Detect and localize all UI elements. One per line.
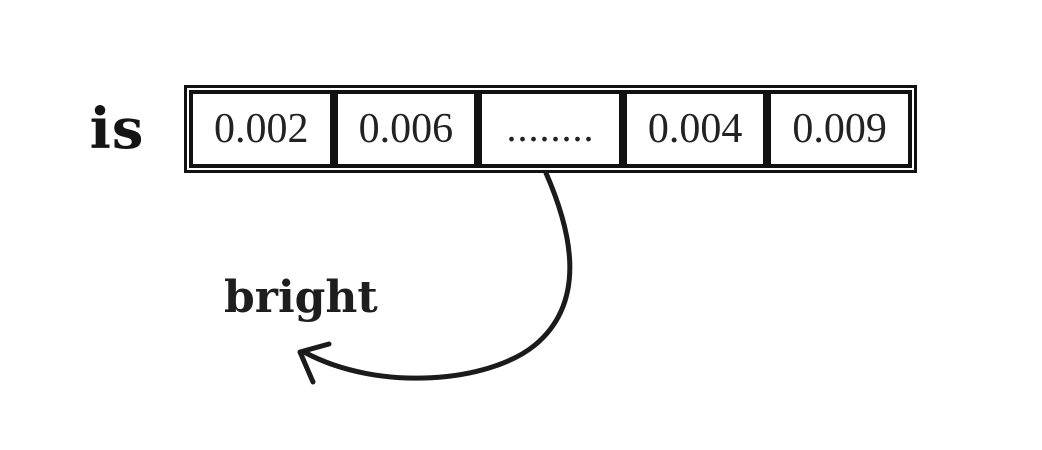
arrowhead-icon — [297, 341, 332, 385]
word-vector: 0.002 0.006 ........ 0.004 0.009 — [184, 85, 917, 173]
vector-cell: 0.004 — [622, 90, 768, 168]
vector-row: 0.002 0.006 ........ 0.004 0.009 — [189, 90, 912, 168]
vector-cell-ellipsis: ........ — [478, 90, 623, 168]
vector-cell: 0.006 — [333, 90, 479, 168]
vector-cell: 0.009 — [767, 90, 912, 168]
target-word-label: bright — [224, 271, 378, 323]
word-label: is — [89, 96, 145, 162]
vector-cell: 0.002 — [189, 90, 334, 168]
